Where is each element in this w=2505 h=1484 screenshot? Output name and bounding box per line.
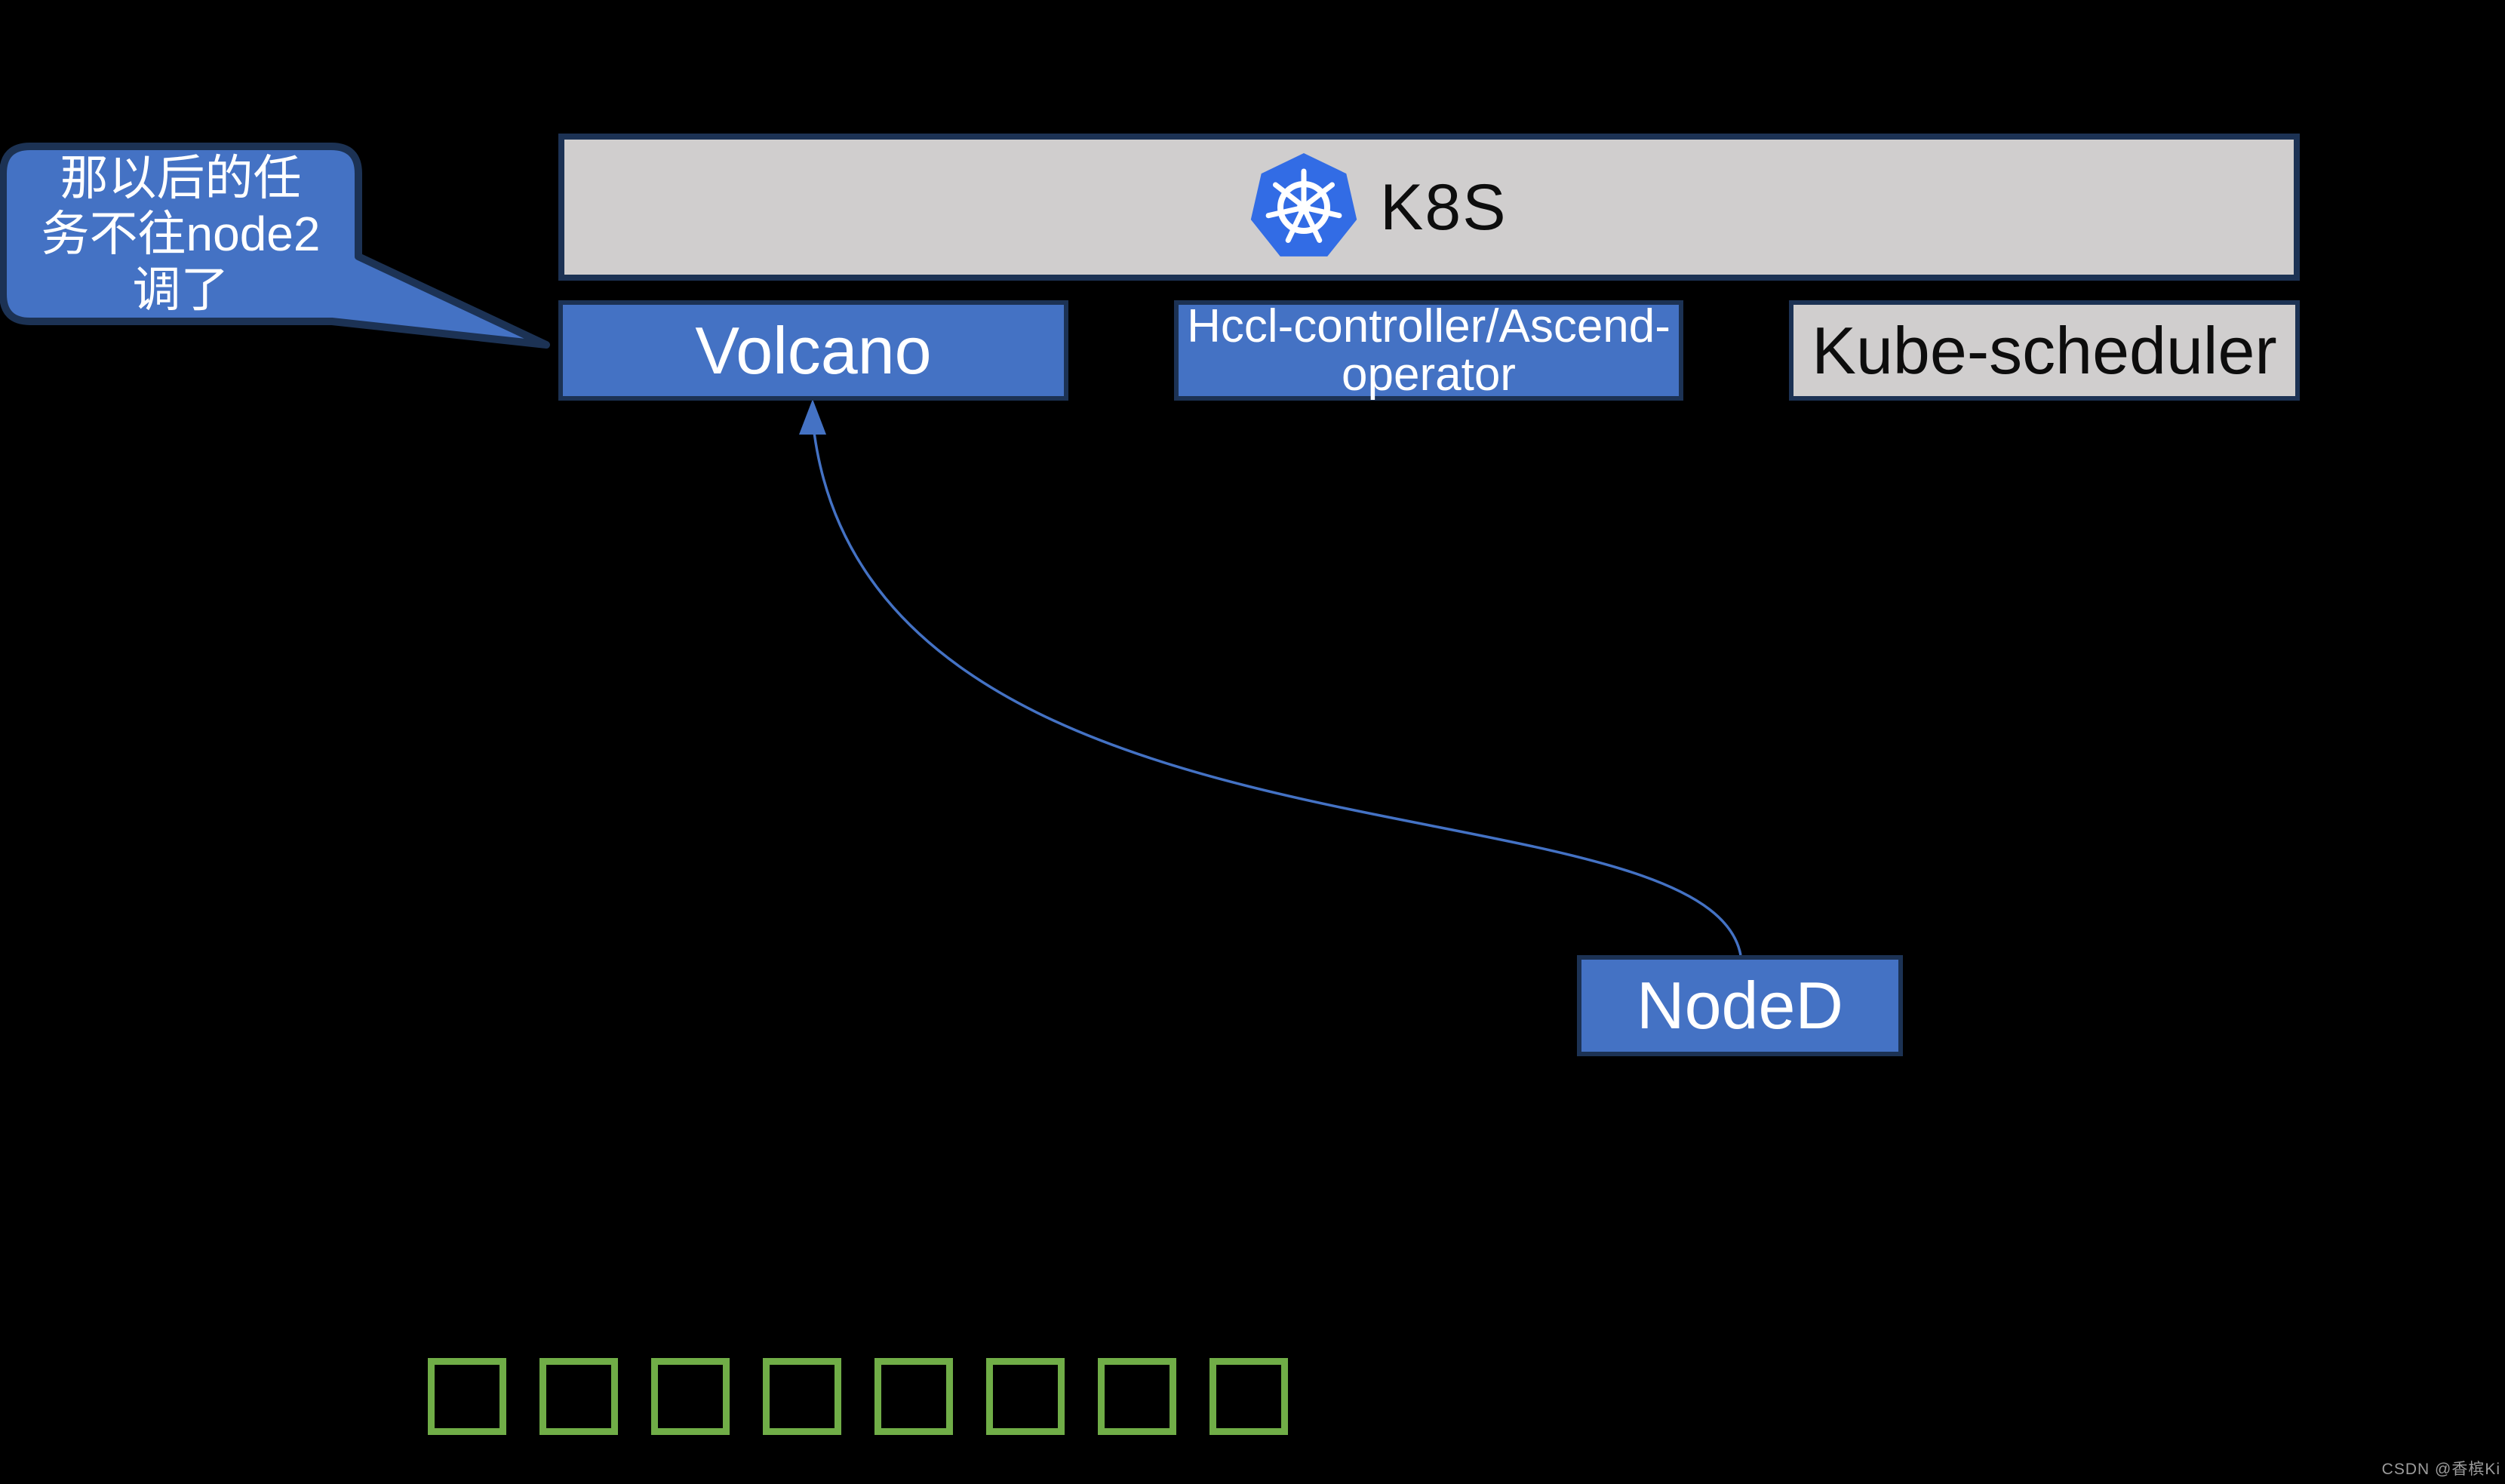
connector-arrowhead-icon — [799, 399, 826, 435]
noded-label: NodeD — [1637, 968, 1843, 1043]
missing-glyph-box — [539, 1358, 618, 1435]
speech-bubble-line: 那以后的任 — [60, 151, 302, 205]
missing-glyph-row — [428, 1358, 1288, 1435]
volcano-label: Volcano — [695, 312, 932, 388]
kube-scheduler-label: Kube-scheduler — [1812, 312, 2277, 388]
speech-bubble: 那以后的任 务不往node2 调了 — [3, 146, 358, 321]
missing-glyph-box — [1209, 1358, 1288, 1435]
missing-glyph-box — [428, 1358, 506, 1435]
speech-bubble-line: 调了 — [132, 263, 229, 317]
missing-glyph-box — [874, 1358, 953, 1435]
kube-scheduler-box: Kube-scheduler — [1789, 300, 2300, 401]
k8s-bar-content: K8S — [1247, 140, 1508, 275]
k8s-bar: K8S — [558, 134, 2300, 281]
missing-glyph-box — [986, 1358, 1065, 1435]
hccl-label-line2: operator — [1342, 348, 1516, 401]
volcano-box: Volcano — [558, 300, 1068, 401]
missing-glyph-box — [1098, 1358, 1176, 1435]
k8s-bar-label: K8S — [1380, 171, 1508, 244]
hccl-label-line1: Hccl-controller/Ascend- — [1187, 300, 1671, 352]
kubernetes-logo-icon — [1250, 152, 1357, 257]
noded-box: NodeD — [1577, 955, 1903, 1056]
hccl-ascend-operator-box: Hccl-controller/Ascend- operator — [1174, 300, 1683, 401]
missing-glyph-box — [651, 1358, 730, 1435]
noded-to-volcano-connector — [811, 419, 1742, 956]
hccl-ascend-operator-label: Hccl-controller/Ascend- operator — [1187, 300, 1671, 401]
speech-bubble-line: 务不往node2 — [41, 207, 321, 261]
missing-glyph-box — [763, 1358, 841, 1435]
watermark: CSDN @香槟Ki — [2381, 1461, 2500, 1478]
